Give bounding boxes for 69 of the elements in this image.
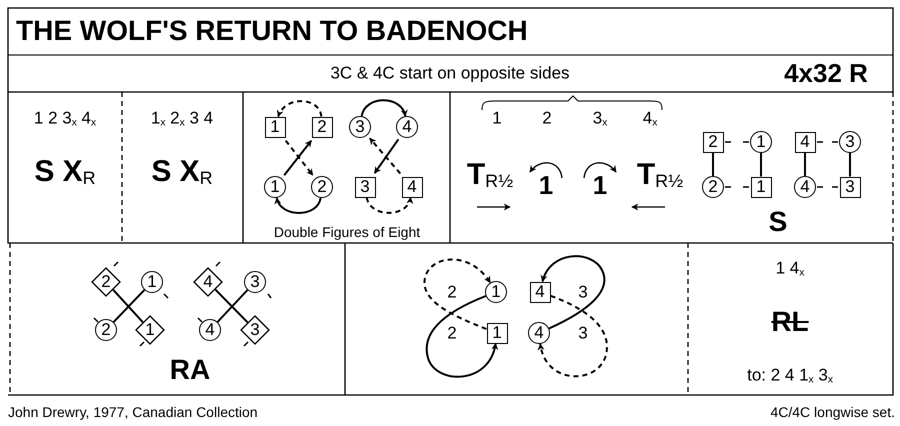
position-number: 2 <box>447 324 457 342</box>
position-number: 2 <box>447 284 457 300</box>
figure-notation: S X$_{R}$ <box>34 157 96 187</box>
diamond-dancer-marker: 3 <box>240 315 270 345</box>
circle-dancer-marker: 1 <box>141 271 163 293</box>
circle-dancer-marker: 1 <box>264 176 286 198</box>
square-dancer-marker: 2 <box>702 132 724 152</box>
square-dancer-marker: 3 <box>840 176 860 198</box>
set-description: 4C/4C longwise set. <box>770 405 895 419</box>
credit-text: John Drewry, 1977, Canadian Collection <box>8 405 258 419</box>
circle-dancer-marker: 3 <box>839 131 861 153</box>
square-dancer-marker: 4 <box>530 282 550 302</box>
position-number: 3 <box>578 324 588 342</box>
connecting-line <box>277 100 322 118</box>
dancer-order: 1 2 3$_{x}$ 4$_{x}$ <box>34 109 96 127</box>
connecting-line <box>538 294 608 378</box>
dance-title: THE WOLF'S RETURN TO BADENOCH <box>16 17 528 45</box>
circle-dancer-marker: 3 <box>349 116 371 138</box>
figure-notation: T$_{R½}$ <box>466 160 514 190</box>
connecting-line <box>360 99 407 117</box>
connecting-line <box>760 153 762 176</box>
circle-dancer-marker: 4 <box>794 176 816 198</box>
connecting-line <box>849 153 851 176</box>
circle-dancer-marker: 2 <box>95 319 117 341</box>
square-dancer-marker: 2 <box>312 116 332 138</box>
circle-dancer-marker: 4 <box>199 319 221 341</box>
square-dancer-marker: 3 <box>354 176 376 198</box>
position-number: 4$_{x}$ <box>642 109 658 127</box>
circle-dancer-marker: 1 <box>485 281 507 303</box>
connecting-line <box>541 255 606 330</box>
figure-caption: Double Figures of Eight <box>274 225 420 239</box>
square-dancer-marker: 4 <box>402 176 422 198</box>
figure-notation: T$_{R½}$ <box>636 160 684 190</box>
turn-count: 1 <box>592 172 608 198</box>
subtitle: 3C & 4C start on opposite sides <box>330 64 570 82</box>
figure-notation: S X$_{R}$ <box>151 157 213 187</box>
connecting-line <box>369 138 402 174</box>
circle-dancer-marker: 2 <box>311 176 333 198</box>
circle-dancer-marker: 4 <box>396 116 418 138</box>
position-number: 3$_{x}$ <box>592 109 608 127</box>
circle-dancer-marker: 3 <box>244 271 266 293</box>
position-number: 3 <box>578 284 588 300</box>
circle-dancer-marker: 1 <box>750 131 772 153</box>
connecting-line <box>426 295 498 378</box>
circle-dancer-marker: 2 <box>702 176 724 198</box>
circle-dancer-marker: 4 <box>528 322 550 344</box>
figure-notation: RL <box>771 308 809 336</box>
figure-notation: S <box>768 208 788 236</box>
diamond-dancer-marker: 1 <box>135 315 165 345</box>
diamond-dancer-marker: 2 <box>91 267 121 297</box>
set-format: 4x32 R <box>784 60 868 86</box>
connecting-line <box>366 196 412 214</box>
connecting-line <box>275 197 322 214</box>
dancer-order: 1$_{x}$ 2$_{x}$ 3 4 <box>150 109 214 127</box>
connecting-line <box>424 258 491 330</box>
final-order: to: 2 4 1$_{x}$ 3$_{x}$ <box>747 366 833 384</box>
connecting-line <box>374 138 400 174</box>
position-number: 1 <box>492 110 502 126</box>
connecting-line <box>712 152 714 176</box>
turn-count: 1 <box>538 172 554 198</box>
dancer-order: 1 4$_{x}$ <box>776 259 804 277</box>
figure-notation: RA <box>170 356 210 384</box>
square-dancer-marker: 1 <box>486 322 508 344</box>
position-number: 2 <box>542 110 552 126</box>
diamond-dancer-marker: 4 <box>193 267 223 297</box>
square-dancer-marker: 4 <box>794 132 816 152</box>
square-dancer-marker: 1 <box>264 116 286 138</box>
connecting-line <box>804 152 806 176</box>
square-dancer-marker: 1 <box>750 176 772 198</box>
